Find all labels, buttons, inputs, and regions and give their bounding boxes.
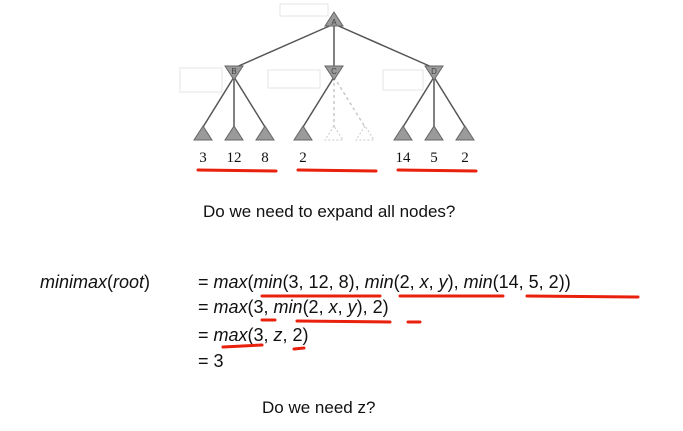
underline-min3	[525, 294, 640, 299]
min-node	[224, 65, 244, 81]
edge	[302, 76, 335, 128]
underline-l2-min	[295, 319, 392, 324]
max-root-node	[324, 11, 344, 27]
edge	[233, 23, 335, 69]
value-box	[267, 69, 321, 89]
leaf-value: 2	[461, 150, 469, 166]
min-node	[424, 65, 444, 81]
edge	[202, 76, 235, 128]
leaf-underline	[296, 168, 378, 173]
max-leaf	[424, 125, 444, 141]
leaf-underline	[196, 168, 278, 173]
max-leaf	[393, 125, 413, 141]
equation-line-2: = max(3, min(2, x, y), 2)	[198, 297, 389, 317]
equation-line-4: = 3	[198, 351, 224, 371]
leaf-value: 12	[227, 150, 242, 166]
leaf-value: 3	[199, 150, 207, 166]
min-node-label: C	[331, 67, 337, 76]
equation-line-3: = max(3, z, 2)	[198, 325, 309, 345]
leaf-value: 2	[299, 150, 307, 166]
equation-line-1: = max(min(3, 12, 8), min(2, x, y), min(1…	[198, 272, 571, 292]
leaf-value: 8	[261, 150, 269, 166]
value-box	[279, 3, 329, 17]
min-node	[324, 65, 344, 81]
max-leaf	[255, 125, 275, 141]
max-leaf	[193, 125, 213, 141]
question-expand-all: Do we need to expand all nodes?	[203, 202, 456, 221]
pruned-leaf	[355, 125, 375, 141]
value-box	[382, 69, 424, 91]
max-leaf	[293, 125, 313, 141]
underline-z	[292, 346, 306, 351]
leaf-underline	[396, 168, 478, 173]
max-leaf	[224, 125, 244, 141]
edge	[402, 76, 435, 128]
root-label: A	[331, 18, 337, 27]
pruned-leaf	[324, 125, 344, 141]
leaf-value: 5	[430, 150, 438, 166]
edge	[233, 76, 266, 128]
edge	[433, 76, 466, 128]
edge	[333, 23, 435, 69]
underline-max	[221, 343, 264, 349]
question-need-z: Do we need z?	[262, 398, 376, 417]
min-node-label: B	[231, 67, 236, 76]
equation-lhs: minimax(root)	[40, 272, 151, 292]
leaf-value: 14	[396, 150, 412, 166]
max-leaf	[455, 125, 475, 141]
min-node-label: D	[431, 67, 437, 76]
value-box	[179, 67, 223, 93]
pruned-edge	[333, 76, 366, 128]
